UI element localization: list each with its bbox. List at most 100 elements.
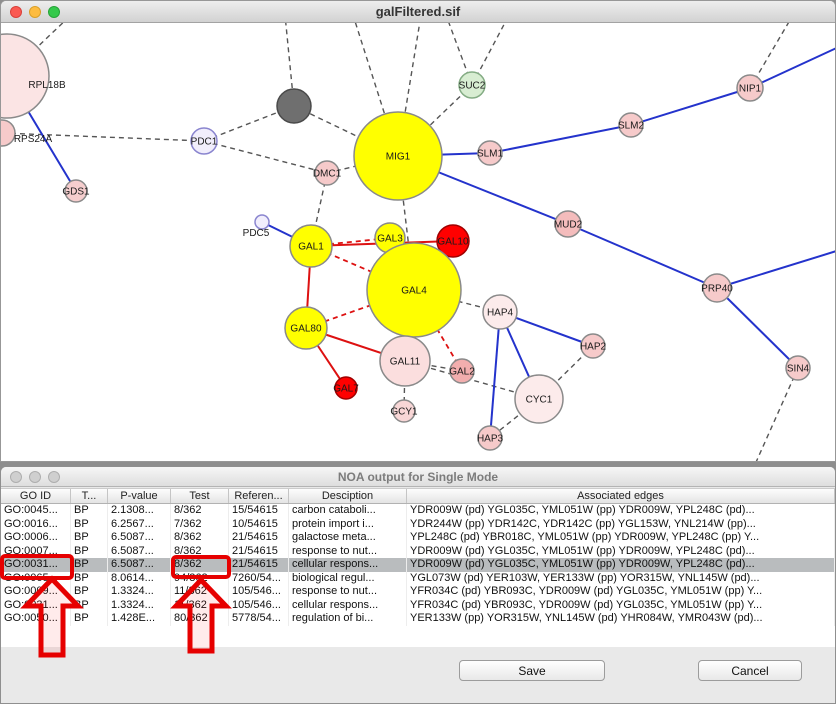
node-GAL80[interactable] xyxy=(284,306,328,350)
cell-reference: 105/546... xyxy=(229,585,289,599)
cell-reference: 5778/54... xyxy=(229,612,289,626)
cell-edges: YPL248C (pd) YBR018C, YML051W (pp) YDR00… xyxy=(407,531,835,545)
cell-description: regulation of bi... xyxy=(289,612,407,626)
close-button[interactable] xyxy=(10,6,22,18)
edge-GRAY1-OS_G xyxy=(285,23,295,107)
column-header[interactable]: P-value xyxy=(108,489,171,503)
node-label-GAL4: GAL4 xyxy=(401,286,427,297)
cell-edges: YDR244W (pp) YDR142C, YDR142C (pp) YGL15… xyxy=(407,517,835,531)
edge-SLM1-SLM2 xyxy=(489,124,632,154)
node-SLM2[interactable] xyxy=(618,112,644,138)
cell-edges: YDR009W (pd) YGL035C, YML051W (pp) YDR00… xyxy=(407,558,835,572)
edge-MUD2-PRP40 xyxy=(567,223,718,289)
cell-test: 7/362 xyxy=(171,517,229,531)
cell-test: 11/362 xyxy=(171,598,229,612)
node-RPL18B[interactable] xyxy=(1,33,50,119)
node-NIP1[interactable] xyxy=(736,74,764,102)
close-button[interactable] xyxy=(10,471,22,483)
cell-reference: 21/54615 xyxy=(229,544,289,558)
edge-GRAY1-MIG1 xyxy=(293,105,399,157)
cell-description: protein import i... xyxy=(289,517,407,531)
node-label-CYC1: CYC1 xyxy=(526,395,553,406)
network-svg: RPL18BRPS24AGDS1PDC1DMC1MIG1SUC2SLM1SLM2… xyxy=(1,23,835,461)
edge-RPS24A-PDC1 xyxy=(1,132,205,142)
node-HAP2[interactable] xyxy=(580,333,606,359)
node-GAL10[interactable] xyxy=(436,224,470,258)
node-GAL7[interactable] xyxy=(334,376,358,400)
node-SUC2[interactable] xyxy=(458,71,486,99)
node-SIN4[interactable] xyxy=(785,355,811,381)
edge-PDC1-GRAY1 xyxy=(203,105,295,142)
column-header[interactable]: Test xyxy=(171,489,229,503)
cell-type: BP xyxy=(71,571,108,585)
node-label-PRP40: PRP40 xyxy=(701,284,733,295)
cell-type: BP xyxy=(71,598,108,612)
edge-MIG1-SUC2 xyxy=(397,84,473,157)
node-label-GAL10: GAL10 xyxy=(437,237,469,248)
edge-PDC1-DMC1 xyxy=(203,140,328,174)
cell-edges: YFR034C (pd) YBR093C, YDR009W (pd) YGL03… xyxy=(407,585,835,599)
node-PDC5[interactable] xyxy=(254,214,270,230)
zoom-button[interactable] xyxy=(48,471,60,483)
node-GRAY1[interactable] xyxy=(276,88,312,124)
node-HAP4[interactable] xyxy=(482,294,518,330)
node-HAP3[interactable] xyxy=(477,425,503,451)
node-label-SIN4: SIN4 xyxy=(787,364,810,375)
column-header[interactable]: Referen... xyxy=(229,489,289,503)
cell-edges: YER133W (pp) YOR315W, YNL145W (pd) YHR08… xyxy=(407,612,835,626)
cell-go_id: GO:0045... xyxy=(1,504,71,518)
cell-p_value: 2.1308... xyxy=(108,504,171,518)
node-CYC1[interactable] xyxy=(514,374,564,424)
node-label-SUC2: SUC2 xyxy=(459,81,486,92)
node-GDS1[interactable] xyxy=(64,179,88,203)
edge-PRP40-SIN4 xyxy=(716,287,799,369)
save-button[interactable]: Save xyxy=(459,660,605,681)
node-label-GAL2: GAL2 xyxy=(449,367,475,378)
column-header[interactable]: Desciption xyxy=(289,489,407,503)
column-header[interactable]: T... xyxy=(71,489,108,503)
column-header[interactable]: Associated edges xyxy=(407,489,835,503)
cell-go_id: GO:0050... xyxy=(1,612,71,626)
node-label-HAP3: HAP3 xyxy=(477,434,504,445)
node-label-MIG1: MIG1 xyxy=(386,152,411,163)
cell-reference: 15/54615 xyxy=(229,504,289,518)
node-DMC1[interactable] xyxy=(314,160,340,186)
node-GAL2[interactable] xyxy=(449,358,475,384)
cell-test: 94/362 xyxy=(171,571,229,585)
node-GCY1[interactable] xyxy=(392,399,416,423)
cancel-button[interactable]: Cancel xyxy=(698,660,802,681)
node-SLM1[interactable] xyxy=(477,140,503,166)
node-GAL1[interactable] xyxy=(289,224,333,268)
minimize-button[interactable] xyxy=(29,6,41,18)
node-label-DMC1: DMC1 xyxy=(313,169,342,180)
cell-description: cellular respons... xyxy=(289,558,407,572)
cell-go_id: GO:0006... xyxy=(1,531,71,545)
node-RPS24A[interactable] xyxy=(1,119,16,147)
zoom-button[interactable] xyxy=(48,6,60,18)
column-header[interactable]: GO ID xyxy=(1,489,71,503)
minimize-button[interactable] xyxy=(29,471,41,483)
node-label-RPS24A: RPS24A xyxy=(14,134,53,145)
node-MUD2[interactable] xyxy=(554,210,582,238)
cell-edges: YDR009W (pd) YGL035C, YML051W (pp) YDR00… xyxy=(407,504,835,518)
window-title: galFiltered.sif xyxy=(375,4,461,19)
node-PRP40[interactable] xyxy=(702,273,732,303)
node-GAL11[interactable] xyxy=(379,335,431,387)
node-PDC1[interactable] xyxy=(190,127,218,155)
cell-type: BP xyxy=(71,504,108,518)
node-MIG1[interactable] xyxy=(353,111,443,201)
edge-SLM2-NIP1 xyxy=(630,87,751,126)
